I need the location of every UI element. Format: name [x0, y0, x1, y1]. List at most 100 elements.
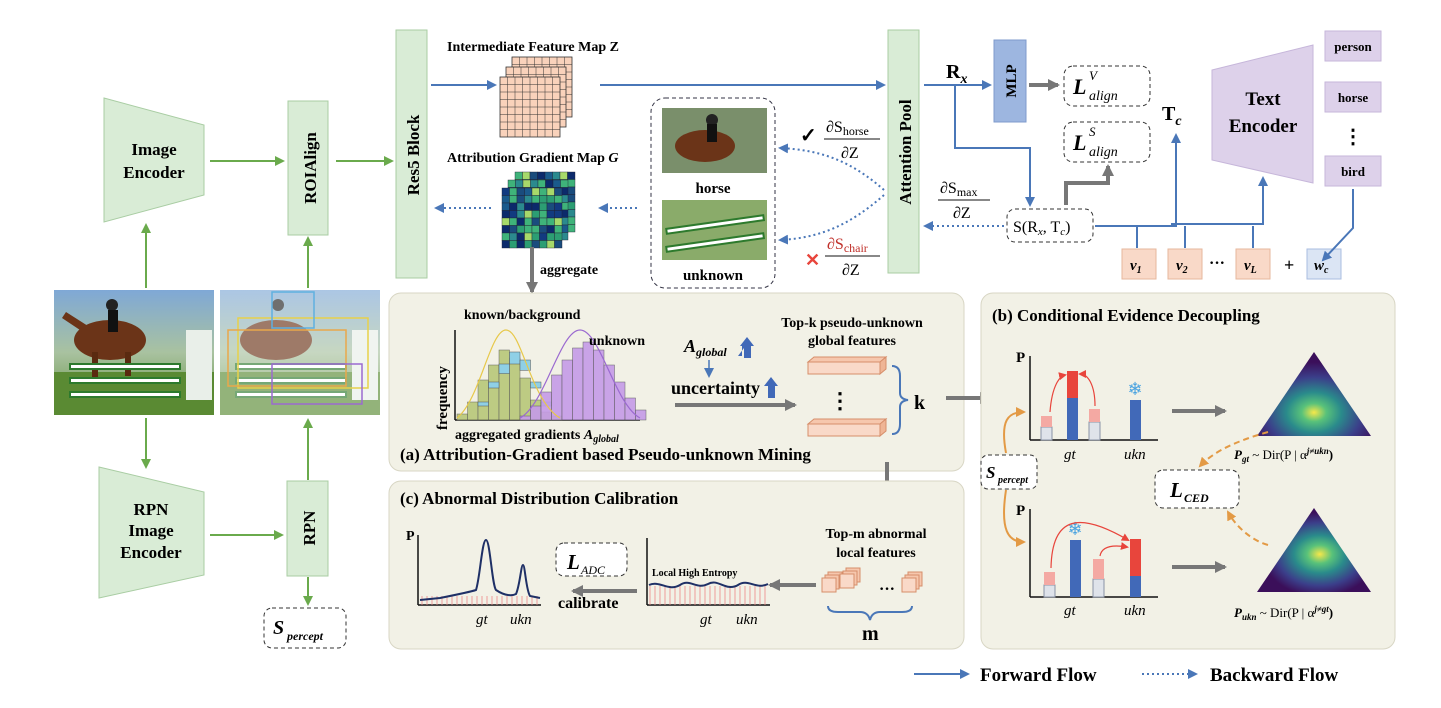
grad-max: ∂Smax ∂Z: [938, 180, 990, 222]
panel-a-caption: (a) Attribution-Gradient based Pseudo-un…: [400, 445, 811, 464]
cross-icon: ✕: [805, 250, 820, 270]
roialign-label: ROIAlign: [301, 132, 320, 204]
tc-label: Tc: [1162, 103, 1182, 129]
uncertainty-label: uncertainty: [671, 378, 760, 398]
legend-backward: Backward Flow: [1210, 665, 1339, 686]
feature-map-label: Intermediate Feature Map Z: [447, 40, 619, 55]
svg-text:P: P: [1016, 350, 1025, 366]
svg-text:Text: Text: [1245, 89, 1281, 110]
image-encoder-block: Image Encoder: [103, 97, 205, 223]
gradient-map-label: Attribution Gradient Map G: [447, 151, 619, 166]
class-horse: horse: [1338, 90, 1369, 105]
topk-line2: global features: [808, 334, 897, 349]
svg-text:∂Schair: ∂Schair: [827, 236, 868, 255]
svg-text:v2: v2: [1176, 258, 1188, 276]
svg-text:+: +: [1284, 255, 1294, 275]
svg-text:S: S: [986, 463, 995, 482]
horse-crop-label: horse: [696, 181, 731, 197]
class-person: person: [1334, 39, 1372, 54]
svg-text:V: V: [1089, 68, 1099, 83]
svg-text:···: ···: [879, 581, 895, 598]
s-percept-left: S percept: [263, 607, 347, 649]
svg-text:L: L: [1072, 130, 1086, 155]
svg-text:P: P: [406, 529, 415, 544]
svg-text:···: ···: [1209, 255, 1225, 272]
topm-line1: Top-m abnormal: [825, 527, 926, 542]
panel-b: (b) Conditional Evidence Decoupling P ❄ …: [980, 292, 1396, 650]
mlp-label: MLP: [1004, 64, 1020, 97]
topk-line1: Top-k pseudo-unknown: [781, 316, 923, 331]
svg-text:∂Smax: ∂Smax: [940, 180, 977, 199]
res5-block: Res5 Block: [395, 29, 428, 279]
l-align-s: L S align: [1063, 121, 1151, 163]
legend: Forward Flow Backward Flow: [914, 665, 1339, 686]
image-encoder-line2: Encoder: [123, 163, 185, 182]
prompt-tokens: v1 v2 ··· vL + wc: [1121, 248, 1342, 280]
svg-text:ukn: ukn: [1124, 603, 1146, 619]
input-image-proposals: [220, 290, 380, 415]
svg-text:align: align: [1089, 145, 1118, 160]
green-flow-arrows: [141, 156, 394, 606]
class-list: person horse ⋮ bird: [1324, 30, 1382, 187]
svg-text:ADC: ADC: [580, 563, 606, 577]
gradient-map-grid: [501, 171, 576, 249]
rpn-image-encoder-block: RPN Image Encoder: [98, 466, 205, 599]
rx-label: Rx: [946, 61, 967, 87]
local-entropy-label: Local High Entropy: [652, 568, 737, 579]
svg-text:L: L: [1169, 478, 1183, 502]
svg-text:∂Z: ∂Z: [953, 205, 971, 222]
s-percept-left-main: S: [273, 617, 284, 639]
rpn-block: RPN: [286, 480, 329, 577]
aggregate-label: aggregate: [540, 263, 598, 278]
unknown-crop-label: unknown: [683, 268, 744, 284]
svg-text:ukn: ukn: [510, 612, 532, 628]
rpn-encoder-line1: RPN: [134, 500, 170, 519]
panel-c: (c) Abnormal Distribution Calibration P …: [388, 480, 965, 650]
svg-text:v1: v1: [1130, 258, 1142, 276]
a-global-label: Aglobal: [683, 336, 727, 359]
rpn-encoder-line2: Image: [128, 521, 174, 540]
svg-text:gt: gt: [700, 612, 713, 628]
check-icon: ✓: [800, 125, 817, 147]
backward-flow-arrows: [434, 143, 1004, 245]
mlp-block: MLP: [993, 39, 1027, 123]
svg-text:S(Rx, Tc): S(Rx, Tc): [1013, 219, 1071, 238]
rpn-label: RPN: [300, 510, 319, 546]
svg-text:gt: gt: [1064, 447, 1077, 463]
gray-arrows: [526, 79, 1114, 294]
svg-text:percept: percept: [997, 475, 1029, 486]
svg-text:ukn: ukn: [736, 612, 758, 628]
class-bird: bird: [1341, 164, 1366, 179]
feature-map-grid: [499, 56, 573, 138]
svg-text:Encoder: Encoder: [1229, 116, 1298, 137]
svg-text:vL: vL: [1244, 258, 1257, 276]
panel-c-caption: (c) Abnormal Distribution Calibration: [400, 489, 679, 508]
p-ukn-formula: Pukn ~ Dir(P | αj≠gt): [1234, 604, 1333, 622]
svg-text:wc: wc: [1314, 258, 1329, 276]
p-gt-formula: Pgt ~ Dir(P | αj≠ukn): [1234, 446, 1333, 464]
class-ellipsis: ⋮: [1343, 126, 1363, 148]
panel-b-caption: (b) Conditional Evidence Decoupling: [992, 306, 1260, 325]
grad-horse: ✓ ∂Shorse ∂Z: [800, 119, 880, 162]
similarity-box: S(Rx, Tc): [1006, 208, 1094, 243]
svg-text:⋮: ⋮: [829, 388, 851, 413]
svg-text:ukn: ukn: [1124, 447, 1146, 463]
known-bg-label: known/background: [464, 308, 581, 323]
aggregated-gradients-label: aggregated gradients Aglobal: [455, 428, 619, 445]
svg-text:gt: gt: [1064, 603, 1077, 619]
forward-flow-arrows: [431, 80, 1354, 262]
svg-text:gt: gt: [476, 612, 489, 628]
unknown-hist-label: unknown: [589, 334, 645, 349]
l-align-v: L V align: [1063, 65, 1151, 107]
grad-chair: ✕ ∂Schair ∂Z: [805, 236, 880, 279]
rpn-encoder-line3: Encoder: [120, 543, 182, 562]
attention-pool-block: Attention Pool: [887, 29, 920, 274]
k-label: k: [914, 392, 926, 414]
panel-a: (a) Attribution-Gradient based Pseudo-un…: [388, 292, 965, 472]
legend-forward: Forward Flow: [980, 665, 1097, 686]
svg-text:L: L: [566, 550, 580, 574]
topm-line2: local features: [836, 546, 916, 561]
svg-text:∂Z: ∂Z: [842, 262, 860, 279]
svg-text:CED: CED: [1184, 491, 1209, 505]
